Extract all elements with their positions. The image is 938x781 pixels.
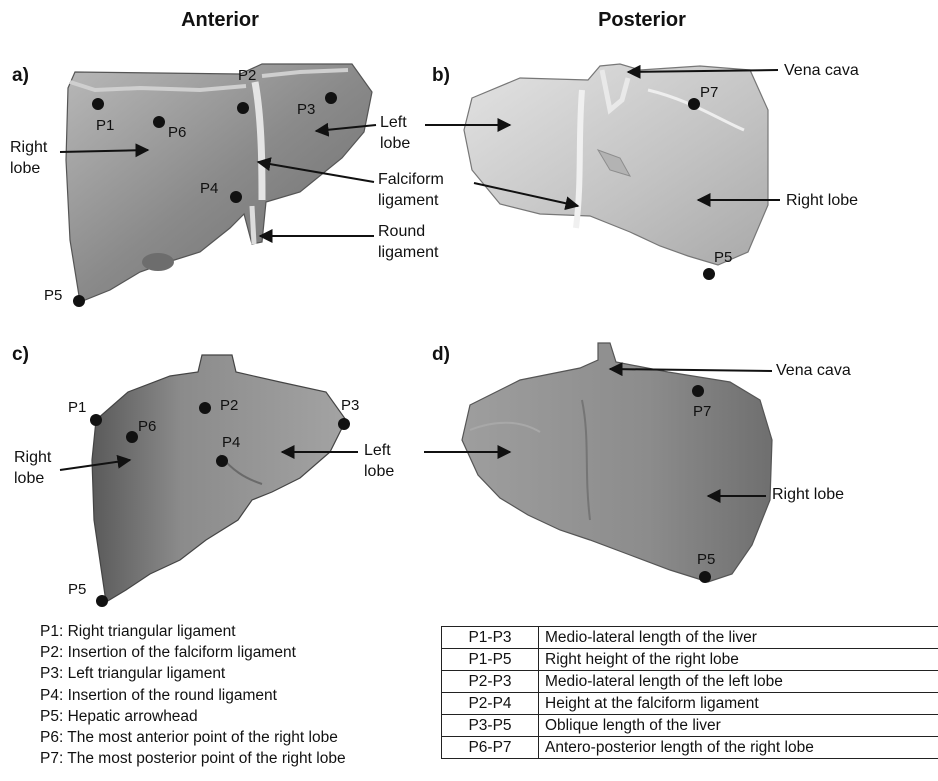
legend-item: P2: Insertion of the falciform ligament <box>40 642 450 663</box>
point-label-p1-c: P1 <box>68 399 86 416</box>
point-marker <box>688 98 700 110</box>
legend-item: P7: The most posterior point of the righ… <box>40 748 450 769</box>
point-marker <box>73 295 85 307</box>
measurement-description: Medio-lateral length of the left lobe <box>539 671 938 693</box>
point-label-p3-a: P3 <box>297 101 315 118</box>
legend-item: P5: Hepatic arrowhead <box>40 706 450 727</box>
point-marker <box>90 414 102 426</box>
round-ligament-label-line1: Round <box>378 223 425 240</box>
panel-label-d: d) <box>432 344 450 365</box>
measurement-description: Medio-lateral length of the liver <box>539 627 938 649</box>
measurement-code: P1-P5 <box>442 649 539 671</box>
legend-item: P6: The most anterior point of the right… <box>40 727 450 748</box>
table-row: P1-P5 Right height of the right lobe <box>442 649 938 671</box>
measurement-code: P2-P4 <box>442 693 539 715</box>
point-label-p4-c: P4 <box>222 434 240 451</box>
legend-item: P4: Insertion of the round ligament <box>40 685 450 706</box>
right-lobe-label-c-line2: lobe <box>14 470 44 487</box>
right-lobe-label-a-line2: lobe <box>10 160 40 177</box>
measurement-code: P2-P3 <box>442 671 539 693</box>
measurement-code: P1-P3 <box>442 627 539 649</box>
point-label-p7-b: P7 <box>700 84 718 101</box>
round-ligament-label-line2: ligament <box>378 244 439 261</box>
left-lobe-label-a-line2: lobe <box>380 135 410 152</box>
table-row: P3-P5 Oblique length of the liver <box>442 715 938 737</box>
point-marker <box>338 418 350 430</box>
panel-label-c: c) <box>12 344 29 365</box>
panel-label-b: b) <box>432 65 450 86</box>
right-lobe-label-d: Right lobe <box>772 486 844 503</box>
right-lobe-label-b: Right lobe <box>786 192 858 209</box>
falciform-label-line2: ligament <box>378 192 439 209</box>
point-label-p4-a: P4 <box>200 180 218 197</box>
vena-cava-label-b: Vena cava <box>784 62 859 79</box>
point-label-p6-a: P6 <box>168 124 186 141</box>
falciform-label-line1: Falciform <box>378 171 444 188</box>
point-label-p3-c: P3 <box>341 397 359 414</box>
table-row: P1-P3 Medio-lateral length of the liver <box>442 627 938 649</box>
anterior-header: Anterior <box>181 9 259 31</box>
legend-item: P3: Left triangular ligament <box>40 663 450 684</box>
point-label-p6-c: P6 <box>138 418 156 435</box>
measurement-description: Oblique length of the liver <box>539 715 938 737</box>
point-label-p2-a: P2 <box>238 67 256 84</box>
measurement-table: P1-P3 Medio-lateral length of the liver … <box>441 626 938 759</box>
point-marker <box>703 268 715 280</box>
point-label-p1-a: P1 <box>96 117 114 134</box>
landmark-legend: P1: Right triangular ligament P2: Insert… <box>40 621 450 769</box>
point-marker <box>325 92 337 104</box>
point-marker <box>126 431 138 443</box>
measurement-description: Height at the falciform ligament <box>539 693 938 715</box>
point-label-p5-c: P5 <box>68 581 86 598</box>
point-marker <box>153 116 165 128</box>
point-label-p5-b: P5 <box>714 249 732 266</box>
table-row: P6-P7 Antero-posterior length of the rig… <box>442 737 938 759</box>
point-label-p7-d: P7 <box>693 403 711 420</box>
legend-item: P1: Right triangular ligament <box>40 621 450 642</box>
left-lobe-label-cd-line2: lobe <box>364 463 394 480</box>
panel-b-liver-image <box>464 64 768 265</box>
posterior-header: Posterior <box>598 9 686 31</box>
right-lobe-label-a-line1: Right <box>10 139 48 156</box>
point-marker <box>199 402 211 414</box>
point-marker <box>92 98 104 110</box>
right-lobe-label-c-line1: Right <box>14 449 52 466</box>
point-marker <box>230 191 242 203</box>
point-marker <box>692 385 704 397</box>
left-lobe-label-a-line1: Left <box>380 114 407 131</box>
point-label-p5-a: P5 <box>44 287 62 304</box>
point-label-p5-d: P5 <box>697 551 715 568</box>
point-marker <box>96 595 108 607</box>
table-row: P2-P3 Medio-lateral length of the left l… <box>442 671 938 693</box>
measurement-description: Antero-posterior length of the right lob… <box>539 737 938 759</box>
measurement-code: P3-P5 <box>442 715 539 737</box>
left-lobe-label-cd-line1: Left <box>364 442 391 459</box>
panel-c-liver-model <box>92 355 346 602</box>
table-row: P2-P4 Height at the falciform ligament <box>442 693 938 715</box>
panel-label-a: a) <box>12 65 29 86</box>
vena-cava-label-d: Vena cava <box>776 362 851 379</box>
point-marker <box>699 571 711 583</box>
point-marker <box>237 102 249 114</box>
measurement-description: Right height of the right lobe <box>539 649 938 671</box>
panel-d-liver-model <box>462 343 772 582</box>
point-marker <box>216 455 228 467</box>
measurement-code: P6-P7 <box>442 737 539 759</box>
point-label-p2-c: P2 <box>220 397 238 414</box>
